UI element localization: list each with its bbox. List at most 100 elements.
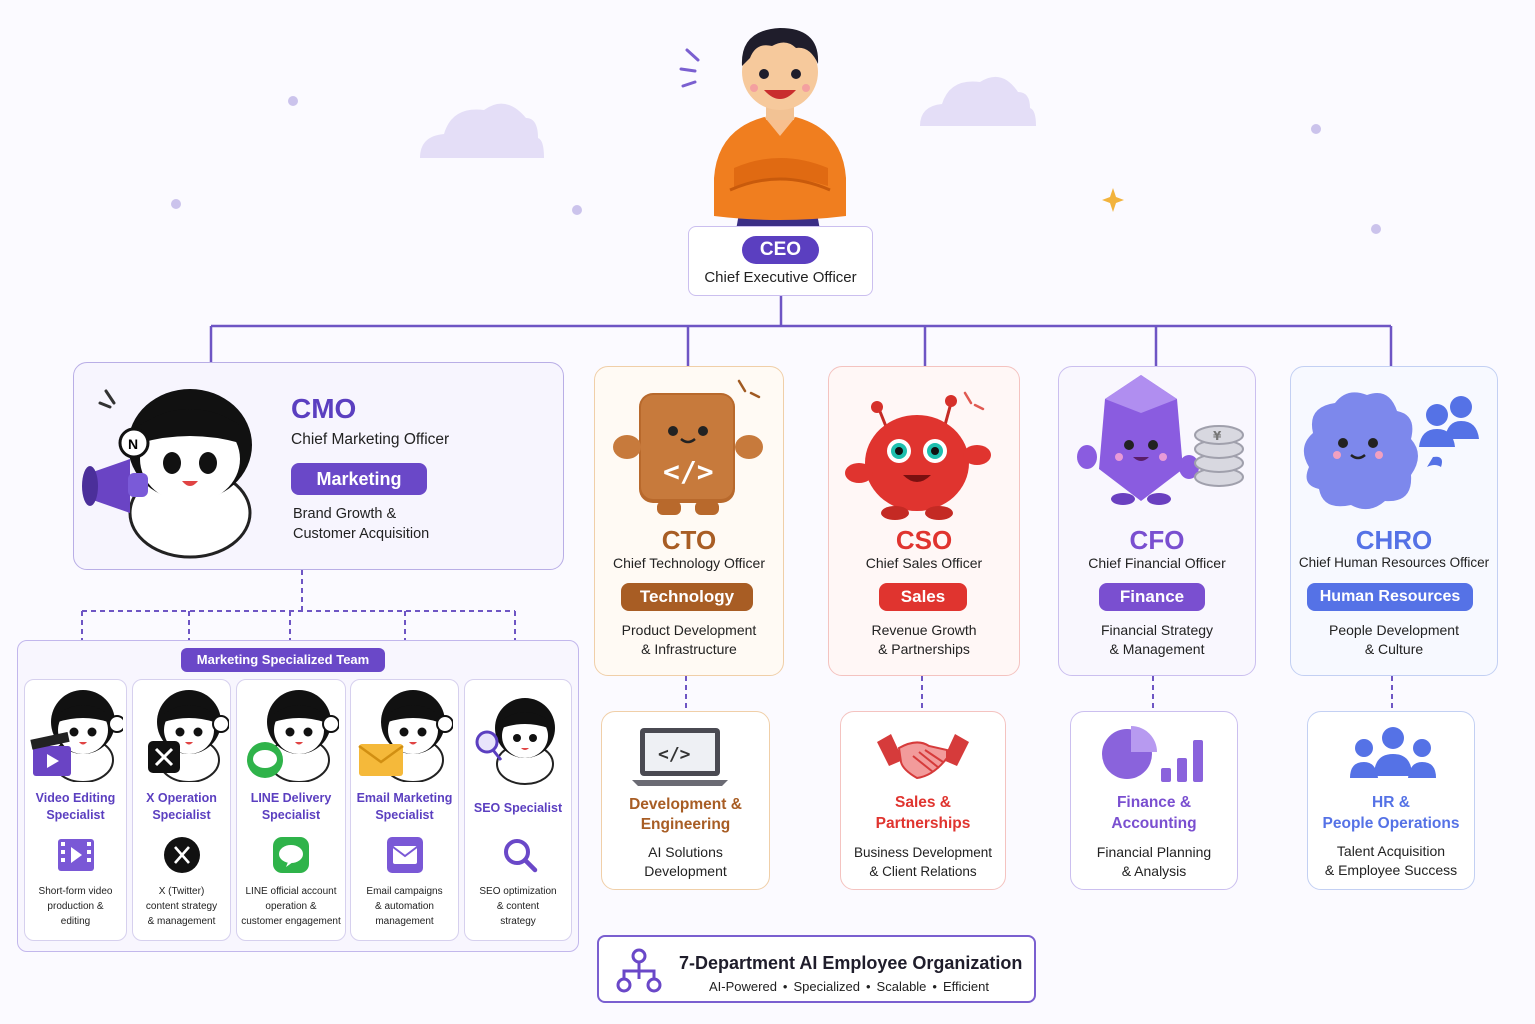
svg-text:N: N (128, 436, 138, 452)
org-chart-icon (616, 948, 662, 993)
accent-line (685, 48, 700, 62)
cfo-desc-line2: & Management (1109, 641, 1205, 657)
specialist-desc-line3: customer engagement (241, 916, 341, 927)
specialist-card-video: Video Editing Specialist Short-form vide… (24, 679, 127, 941)
cso-dept-badge: Sales (879, 583, 967, 611)
specialist-desc-line1: SEO optimization (479, 886, 557, 897)
cmo-dept-badge: Marketing (291, 463, 427, 495)
chro-sub-title-line1: HR & (1372, 794, 1410, 811)
dot (572, 205, 582, 215)
footer-tag: Scalable (876, 979, 927, 994)
specialist-desc-line2: production & (47, 901, 104, 912)
x-logo-icon (164, 837, 200, 873)
cto-mascot-illustration: </> (613, 379, 763, 515)
cso-desc-line2: & Partnerships (878, 641, 970, 657)
cso-sub-desc-line2: & Client Relations (869, 864, 977, 879)
handshake-icon (877, 734, 969, 780)
specialist-desc-line1: Email campaigns (366, 886, 443, 897)
chro-mascot-illustration (1303, 392, 1479, 510)
chro-sub-desc-line2: & Employee Success (1324, 862, 1458, 878)
specialist-card-x: X Operation Specialist X (Twitter) conte… (132, 679, 231, 941)
ceo-badge: CEO (741, 236, 820, 264)
chro-title: Chief Human Resources Officer (1298, 555, 1490, 570)
accent-line (679, 67, 697, 73)
cfo-sub-title-line2: Accounting (1111, 815, 1197, 832)
specialist-name-line2: Specialist (375, 808, 434, 822)
dot (288, 96, 298, 106)
specialist-card-line: LINE Delivery Specialist LINE official a… (236, 679, 346, 941)
cfo-sub-card: Finance & Accounting Financial Planning … (1070, 711, 1238, 890)
cso-card: CSO Chief Sales Officer Sales Revenue Gr… (828, 366, 1020, 676)
cmo-card: N CMO Chief Marketing Officer Marketing … (73, 362, 564, 570)
cfo-dept-badge: Finance (1099, 583, 1205, 611)
dot (1311, 124, 1321, 134)
specialist-mascot-illustration (157, 690, 229, 782)
svg-text:</>: </> (658, 744, 691, 765)
gold-envelope-icon (358, 744, 404, 776)
cmo-desc-line1: Brand Growth & (293, 506, 397, 522)
cto-sub-card: </> Development & Engineering AI Solutio… (601, 711, 770, 890)
line-bubble-icon (247, 742, 283, 778)
cso-code: CSO (895, 525, 953, 555)
footer-title: 7-Department AI Employee Organization (679, 953, 1023, 973)
cto-sub-desc-line2: Development (644, 863, 727, 879)
footer-tag: AI-Powered (709, 979, 777, 994)
pie-bar-chart-icon (1102, 726, 1203, 782)
chro-card: CHRO Chief Human Resources Officer Human… (1290, 366, 1498, 676)
chro-dept-badge: Human Resources (1307, 583, 1473, 611)
cfo-sub-title-line1: Finance & (1116, 794, 1192, 811)
accent-line (681, 80, 697, 88)
cso-sub-title-line1: Sales & (894, 794, 951, 811)
cso-sub-card: Sales & Partnerships Business Developmen… (840, 711, 1006, 890)
specialist-desc-line3: management (375, 916, 434, 927)
specialist-desc-line2: & automation (375, 901, 434, 912)
clapperboard-icon (30, 732, 71, 776)
specialist-name-line2: Specialist (46, 808, 105, 822)
footer-banner: 7-Department AI Employee Organization AI… (597, 935, 1036, 1003)
cmo-mascot-illustration: N (82, 389, 252, 559)
specialist-desc-line2: content strategy (145, 901, 218, 912)
line-logo-icon (273, 837, 309, 873)
cmo-title: Chief Marketing Officer (291, 431, 450, 448)
chro-sub-desc-line1: Talent Acquisition (1336, 843, 1446, 859)
people-group-icon (1350, 727, 1436, 778)
cfo-desc-line1: Financial Strategy (1100, 622, 1214, 638)
cfo-mascot-illustration: ¥ (1077, 375, 1244, 505)
laptop-code-icon: </> (632, 728, 728, 786)
chro-code: CHRO (1355, 525, 1433, 555)
specialist-name-line1: LINE Delivery (250, 791, 332, 805)
specialist-desc-line2: operation & (265, 901, 317, 912)
specialist-desc-line3: strategy (500, 916, 536, 927)
specialist-mascot-illustration (267, 690, 339, 782)
cfo-code: CFO (1129, 525, 1185, 555)
cto-sub-title-line2: Engineering (640, 816, 731, 833)
video-play-icon (58, 839, 94, 871)
specialist-desc-line3: & management (147, 916, 216, 927)
chro-desc-line1: People Development (1329, 622, 1459, 638)
specialist-card-seo: SEO Specialist SEO optimization & conten… (464, 679, 572, 941)
footer-tag: Efficient (942, 979, 989, 994)
specialist-card-email: Email Marketing Specialist Email campaig… (350, 679, 459, 941)
cto-sub-desc-line1: AI Solutions (648, 844, 723, 860)
cto-title: Chief Technology Officer (612, 555, 765, 571)
specialist-name-line2: Specialist (261, 808, 321, 822)
specialist-desc-line3: editing (60, 916, 91, 927)
cto-code: CTO (661, 525, 717, 555)
chro-desc-line2: & Culture (1364, 641, 1424, 657)
envelope-icon (387, 837, 423, 873)
cso-title: Chief Sales Officer (865, 555, 983, 571)
specialist-name-line2: Specialist (152, 808, 211, 822)
footer-tag: Specialized (793, 979, 860, 994)
cto-sub-title-line1: Development & (629, 796, 742, 813)
cfo-sub-desc-line2: & Analysis (1121, 863, 1187, 879)
magnifier-icon (504, 839, 538, 873)
specialist-desc-line2: & content (496, 901, 540, 912)
coin-symbol: ¥ (1213, 429, 1222, 443)
specialist-name-line1: X Operation (146, 791, 217, 805)
cso-desc-line1: Revenue Growth (871, 622, 977, 638)
chro-sub-title-line2: People Operations (1322, 815, 1460, 832)
sparkle-icon (1102, 188, 1124, 212)
cfo-sub-desc-line1: Financial Planning (1096, 844, 1212, 860)
specialist-name-line1: SEO Specialist (473, 801, 563, 815)
